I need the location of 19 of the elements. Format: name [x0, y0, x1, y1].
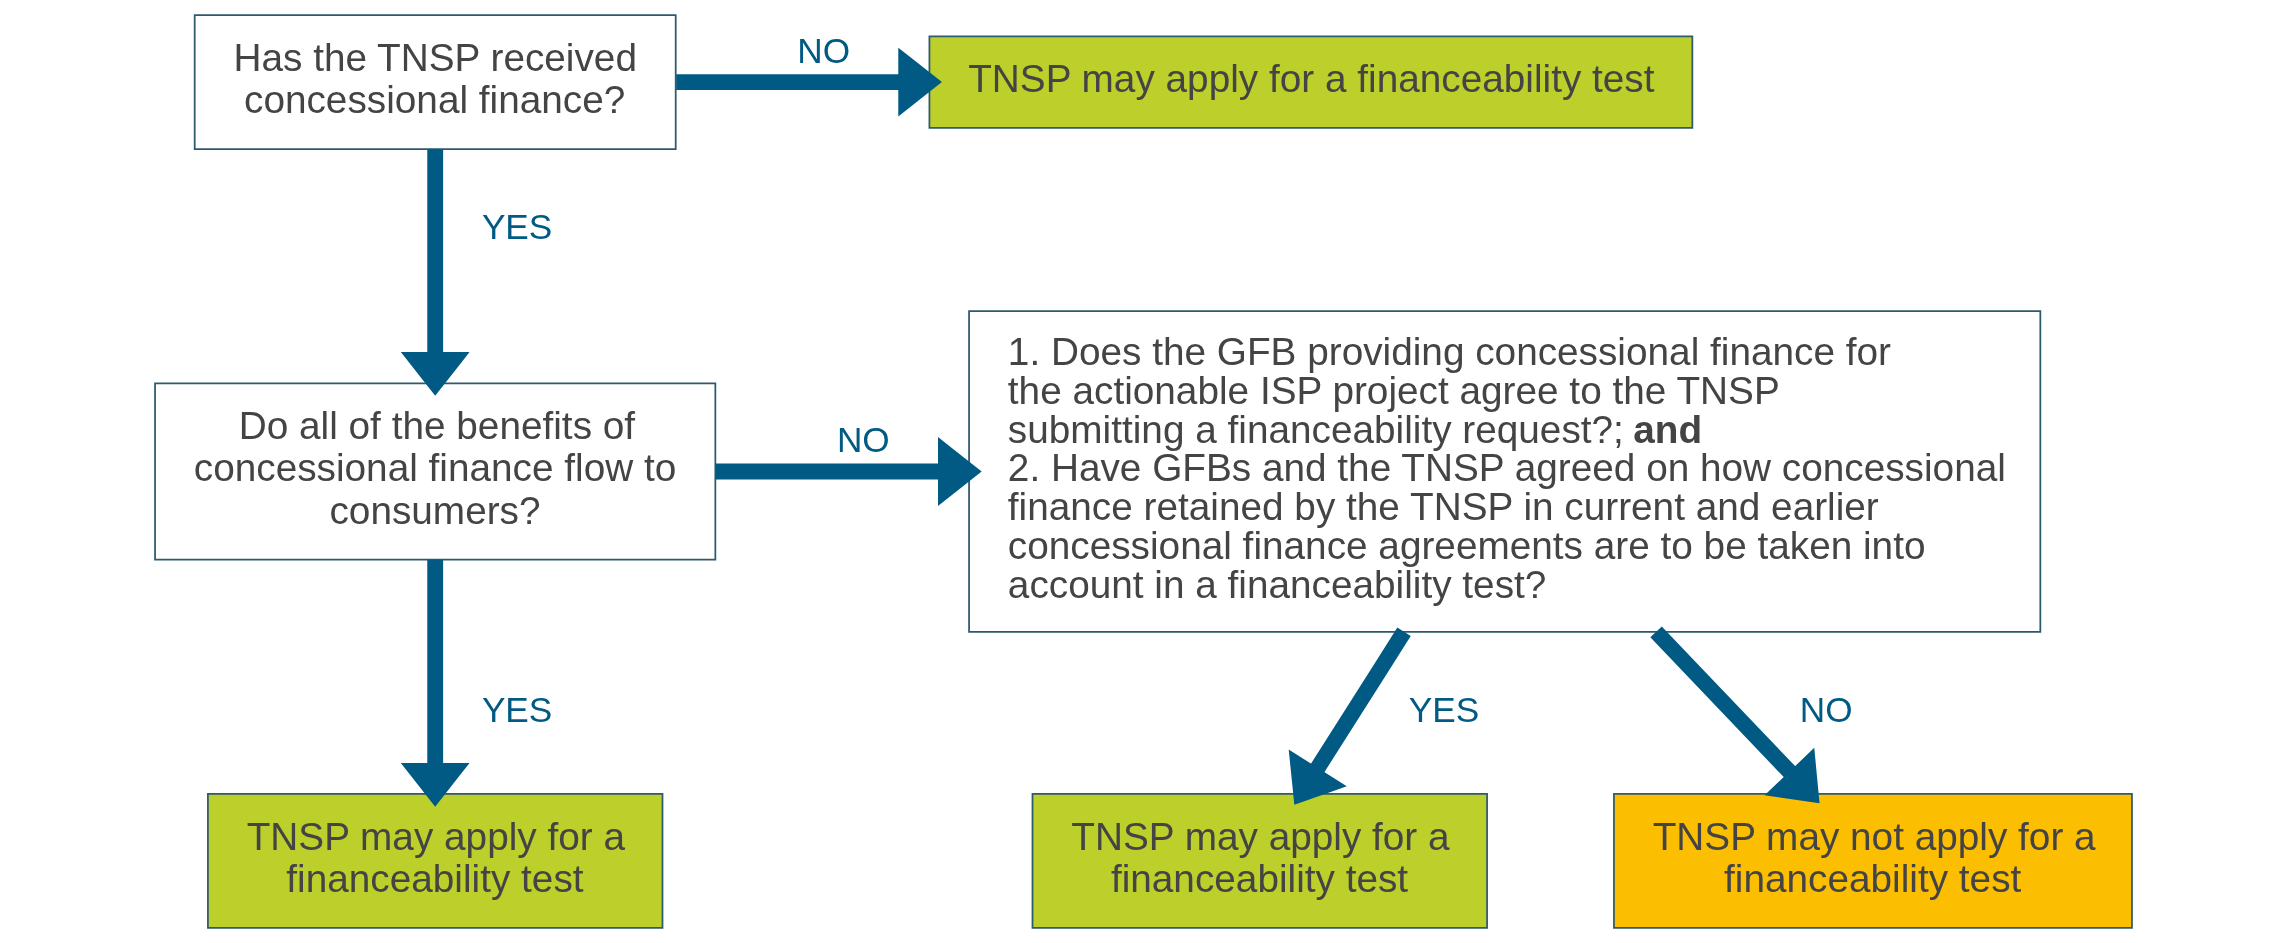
- edge-label: YES: [1408, 689, 1479, 729]
- arrow: [1649, 626, 1820, 804]
- node-box: TNSP may not apply for a financeability test: [1612, 793, 2133, 929]
- node-box: TNSP may apply for a financeability test: [1031, 793, 1488, 929]
- edge-label: NO: [796, 30, 850, 70]
- node-box: TNSP may apply for a financeability test: [206, 793, 663, 929]
- node-box: Has the TNSP received concessional finance?: [193, 14, 677, 150]
- arrow: [675, 47, 942, 117]
- arrow: [400, 559, 470, 807]
- edge-label: NO: [1799, 689, 1853, 729]
- arrow: [715, 437, 982, 506]
- edge-label: YES: [481, 689, 552, 729]
- edge-label: YES: [481, 206, 552, 246]
- node-box: 1. Does the GFB providing concessional finance for the actionable ISP project agree to the TNSP submitting a financeability request?; and 2. Have GFBs and the TNSP agreed on how concessional finance retained by the TNSP in current and earlier concessional finance agreements are to be taken into account in a financeability test?: [967, 310, 2041, 633]
- arrow: [1288, 627, 1411, 805]
- node-box: Do all of the benefits of concessional finance flow to consumers?: [153, 382, 716, 561]
- node-box: TNSP may apply for a financeability test: [928, 35, 1693, 129]
- arrow: [400, 149, 470, 396]
- edge-label: NO: [836, 420, 890, 460]
